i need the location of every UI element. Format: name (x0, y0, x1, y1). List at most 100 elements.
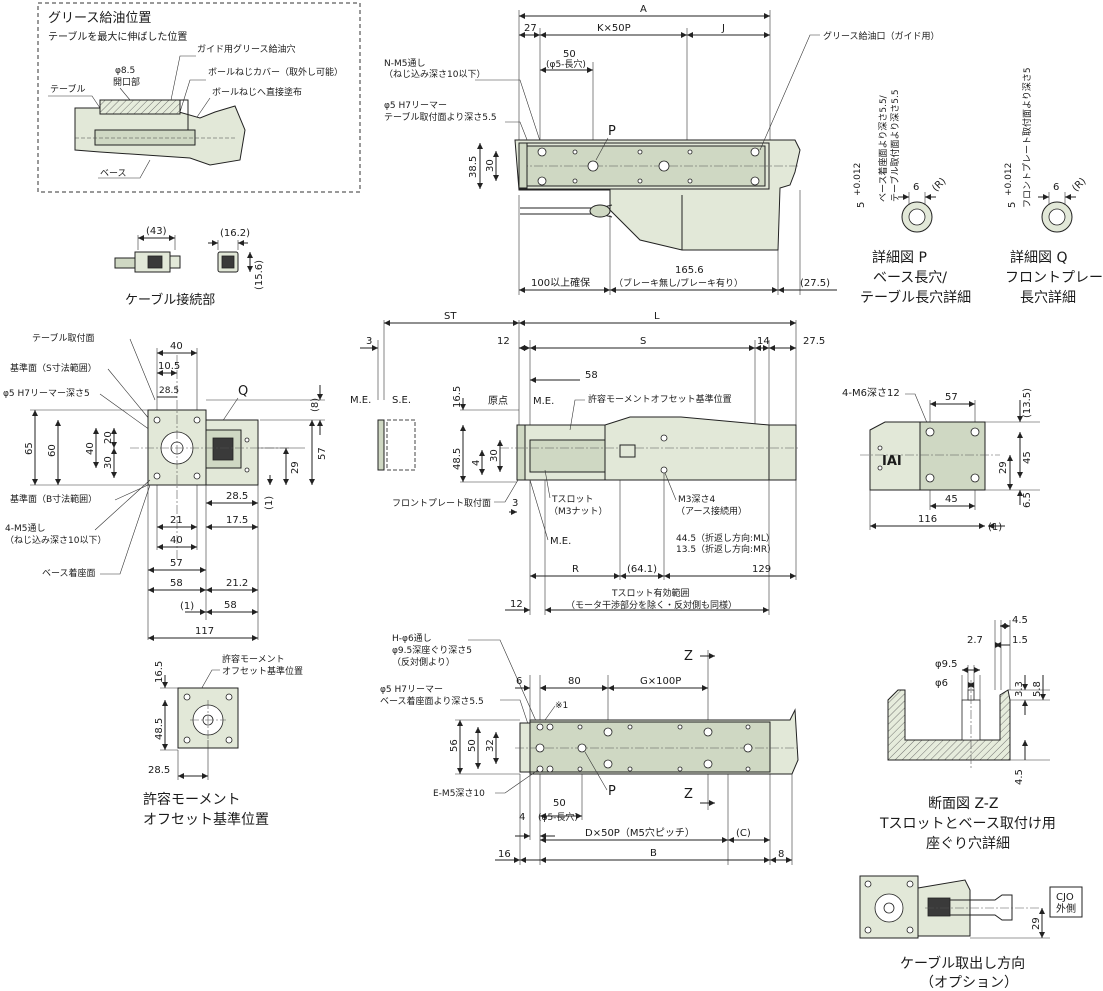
label-ME-bottom: M.E. (550, 536, 571, 547)
dim-side-27-5: 27.5 (803, 336, 825, 347)
back-dim-116: 116 (918, 514, 937, 525)
section-caption2: Tスロットとベース取付け用 (879, 816, 1056, 832)
dim-front-29: 29 (290, 461, 301, 474)
detailQ-tol: 5 (1007, 202, 1018, 208)
dim-bottom-50: 50 (467, 739, 478, 752)
label-4-m5-depth: （ねじ込み深さ10以下） (5, 535, 106, 546)
dim-K-pitch: K×50P (597, 23, 631, 34)
dim-A: A (640, 4, 647, 15)
dim-front-57: 57 (317, 447, 328, 460)
dim-front-30: 30 (103, 456, 114, 469)
dim-front-20: 20 (103, 431, 114, 444)
section-zz: 4.5 2.7 1.5 φ9.5 φ6 3.3 5.8 4.5 断面図 Z-Z … (879, 615, 1056, 852)
label-front-plate: フロントプレート取付面 (392, 498, 491, 509)
label-counterbore: φ9.5深座ぐり深さ5 (392, 644, 472, 656)
grease-phi-label: φ8.5 (115, 66, 135, 76)
dim-front-40: 40 (170, 341, 183, 352)
section-dim-5-8: 5.8 (1032, 681, 1043, 697)
dim-100-min: 100以上確保 (531, 276, 590, 289)
back-dim-45b: 45 (945, 494, 958, 505)
dim-129: 129 (752, 564, 771, 575)
label-Z-top: Z (684, 649, 693, 664)
dim-top-38-5: 38.5 (468, 156, 479, 178)
label-bottom-reamer-depth: ベース着座面より深さ5.5 (380, 695, 484, 707)
grease-position-panel: グリース給油位置 テーブルを最大に伸ばした位置 ガイド用グリース給油穴 φ8.5… (37, 2, 361, 193)
dim-bottom-16: 16 (498, 849, 511, 860)
dim-front-10-5: 10.5 (158, 361, 180, 372)
dim-B: B (650, 848, 657, 859)
label-tslot-range-note: （モータ干渉部分を除く・反対側も同様） (566, 599, 737, 611)
dim-D-pitch: D×50P（M5穴ピッチ） (585, 826, 695, 839)
dim-front-40c: 40 (170, 535, 183, 546)
option-dim-29: 29 (1031, 917, 1042, 930)
dim-bottom-80: 80 (568, 676, 581, 687)
label-n-m5: N-M5通し (384, 58, 425, 69)
dim-side-14: 14 (757, 336, 770, 347)
label-moment-offset: 許容モーメントオフセット基準位置 (588, 393, 732, 405)
label-bottom-reamer: φ5 H7リーマー (380, 685, 443, 695)
detailQ-v1: フロントプレート取付面より深さ5 (1022, 67, 1033, 208)
label-base-seat: ベース着座面 (42, 567, 96, 579)
cable-conn-title: ケーブル接続部 (125, 292, 215, 308)
dim-bottom-4: 4 (519, 812, 525, 823)
back-dim-13-5: (13.5) (1022, 388, 1033, 418)
back-dim-6-5: 6.5 (1022, 492, 1033, 508)
cable-option-view: CJO 外側 29 ケーブル取出し方向 （オプション） (859, 875, 1083, 991)
offset-dim-28-5: 28.5 (148, 765, 170, 776)
label-grease-port: グリース給油口（ガイド用） (823, 30, 940, 42)
label-m3: M3深さ4 (678, 494, 715, 505)
top-view: A 27 K×50P J 50 (φ5-長穴) N-M5通し （ねじ込み深さ10… (384, 4, 940, 295)
option-caption2: （オプション） (920, 975, 1018, 991)
label-e-m5: E-M5深さ10 (433, 788, 485, 799)
dim-cable-15-6: (15.6) (254, 260, 265, 290)
offset-caption1: 許容モーメント (143, 791, 240, 808)
dim-top-27: 27 (524, 23, 537, 34)
label-phi5-depth: テーブル取付面より深さ5.5 (384, 111, 497, 123)
grease-guide-hole-label: ガイド用グリース給油穴 (197, 43, 296, 55)
option-caption1: ケーブル取出し方向 (900, 955, 1025, 972)
section-dim-phi6: φ6 (935, 678, 948, 689)
label-m3-earth: （アース接続用） (676, 505, 747, 517)
label-top-P: P (608, 124, 616, 139)
label-tslot-range: Tスロット有効範囲 (611, 587, 690, 599)
dim-top-slot: (φ5-長穴) (546, 58, 586, 70)
label-ME-left: M.E. (350, 395, 371, 406)
bottom-view: H-φ6通し φ9.5深座ぐり深さ5 （反対側より） φ5 H7リーマー ベース… (380, 633, 800, 865)
dim-bottom-32: 32 (485, 739, 496, 752)
label-ref-B: 基準面（B寸法範囲） (10, 493, 97, 505)
back-dim-45: 45 (1022, 451, 1033, 464)
dim-cable-43: (43) (146, 226, 167, 237)
label-44-5: 44.5（折返し方向:ML） (676, 532, 775, 544)
label-m6: 4-M6深さ12 (842, 387, 900, 399)
label-Q: Q (238, 384, 248, 399)
section-dim-2-7: 2.7 (967, 635, 983, 646)
detailP-caption2: ベース長穴/ (873, 270, 947, 286)
label-4-m5: 4-M5通し (5, 523, 45, 534)
dim-cable-16-2: (16.2) (220, 228, 250, 239)
dim-front-117: 117 (195, 626, 214, 637)
detailP-R: (R) (930, 176, 948, 194)
section-dim-4-5b: 4.5 (1014, 769, 1025, 785)
dim-side-58: 58 (585, 370, 598, 381)
back-dim-29: 29 (998, 461, 1009, 474)
offset-caption2: オフセット基準位置 (143, 811, 269, 828)
section-caption1: 断面図 Z-Z (928, 796, 998, 812)
label-front-phi5: φ5 H7リーマー深さ5 (3, 388, 90, 399)
dim-front-28-5-top: 28.5 (159, 386, 179, 396)
label-note-1: ※1 (555, 701, 568, 711)
detailP-caption1: 詳細図 P (872, 250, 927, 266)
label-tslot-nut: （M3ナット） (549, 506, 608, 517)
grease-title: グリース給油位置 (48, 11, 151, 26)
grease-table-label: テーブル (50, 83, 85, 95)
cable-connector-view: (43) (16.2) (15.6) ケーブル接続部 (114, 226, 265, 308)
grease-base-label: ベース (100, 169, 127, 179)
section-dim-3-3: 3.3 (1014, 681, 1025, 697)
dim-front-65: 65 (24, 442, 35, 455)
side-view: ST L 3 12 S 14 27.5 M.E. S.E. 原点 M.E. (350, 311, 825, 615)
detailP-v1: ベース着座面より深さ5.5/ (877, 94, 889, 202)
detail-P: ベース着座面より深さ5.5/ テーブル取付面より深さ5.5 5 +0.012 6… (853, 89, 971, 306)
label-ref-S: 基準面（S寸法範囲） (10, 362, 97, 374)
dim-bottom-8: 8 (778, 849, 784, 860)
detailQ-tolv: +0.012 (1004, 163, 1014, 196)
